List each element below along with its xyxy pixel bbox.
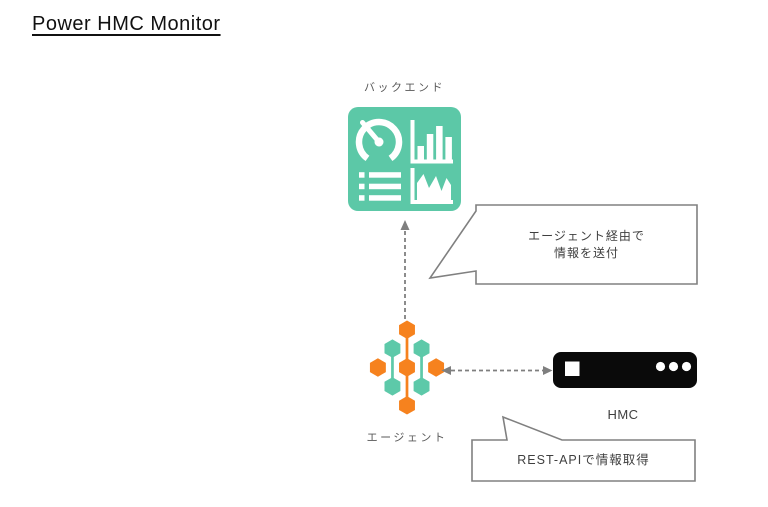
gauge-icon bbox=[355, 118, 403, 162]
callout-rest-api bbox=[471, 415, 696, 482]
server-square-icon bbox=[565, 361, 580, 376]
agent-hmc-arrow bbox=[441, 366, 553, 375]
list-icon bbox=[359, 172, 401, 201]
agent-to-backend-arrow bbox=[400, 220, 410, 319]
agent-label: エージェント bbox=[366, 432, 448, 444]
callout-line: エージェント経由で bbox=[528, 228, 645, 243]
bar-chart-icon bbox=[410, 120, 453, 164]
hmc-label: HMC bbox=[607, 407, 639, 422]
server-icon bbox=[553, 352, 697, 388]
callout-line: 情報を送付 bbox=[553, 245, 619, 260]
page-title: Power HMC Monitor bbox=[32, 13, 221, 35]
callout-rest-api-text: REST-APIで情報取得 bbox=[472, 440, 695, 481]
backend-label: バックエンド bbox=[364, 82, 445, 94]
arrowhead-right-icon bbox=[543, 366, 553, 375]
callout-line: REST-APIで情報取得 bbox=[517, 453, 650, 467]
arrowhead-up-icon bbox=[400, 220, 410, 230]
callout-send-via-agent bbox=[428, 204, 698, 285]
area-chart-icon bbox=[410, 168, 453, 204]
dashboard-icon bbox=[348, 107, 461, 211]
telegraf-hexagon-icon bbox=[369, 320, 445, 415]
arrowhead-left-icon bbox=[441, 366, 451, 375]
callout-send-via-agent-text: エージェント経由で 情報を送付 bbox=[476, 205, 697, 284]
